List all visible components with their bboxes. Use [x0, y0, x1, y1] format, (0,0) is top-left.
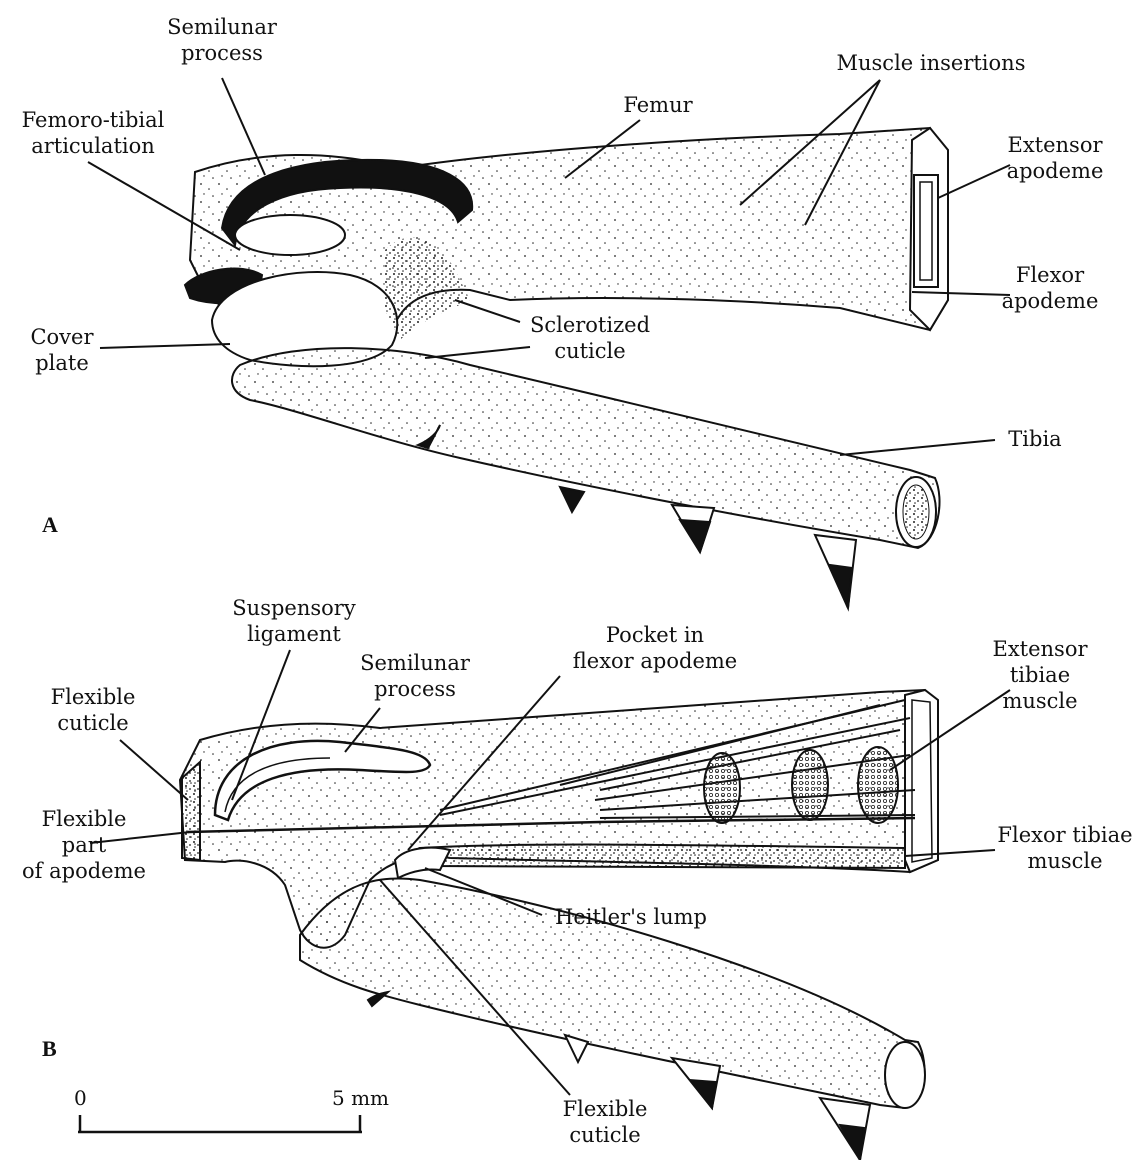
scale-start-label: 0 — [74, 1086, 87, 1110]
label-heitlers-lump: Heitler's lump — [546, 904, 716, 930]
label-suspensory-ligament: Suspensory ligament — [224, 595, 364, 647]
label-femoro-tibial-articulation: Femoro-tibial articulation — [8, 107, 178, 159]
label-muscle-insertions: Muscle insertions — [826, 50, 1036, 76]
scale-bar — [78, 1115, 362, 1132]
scale-end-label: 5 mm — [332, 1086, 389, 1110]
extensor-apodeme-rect-a — [914, 175, 938, 287]
label-semilunar-process-b: Semilunar process — [355, 650, 475, 702]
label-extensor-apodeme: Extensor apodeme — [1000, 132, 1110, 184]
label-semilunar-process-a: Semilunar process — [162, 14, 282, 66]
tibia-end-b — [885, 1042, 925, 1108]
label-pocket-in-flexor-apodeme: Pocket in flexor apodeme — [560, 622, 750, 674]
label-flexible-cuticle-top: Flexible cuticle — [38, 684, 148, 736]
articulation-knob-a — [235, 215, 345, 255]
label-femur: Femur — [618, 92, 698, 118]
panel-letter-b: B — [42, 1036, 57, 1062]
flexible-cuticle-b — [182, 762, 200, 860]
panel-letter-a: A — [42, 512, 58, 538]
tibia-outline-a — [232, 348, 940, 548]
label-tibia: Tibia — [995, 426, 1075, 452]
label-extensor-tibiae-muscle: Extensor tibiae muscle — [985, 636, 1095, 714]
spine-a1 — [560, 487, 584, 512]
label-cover-plate: Cover plate — [22, 324, 102, 376]
label-flexor-apodeme: Flexor apodeme — [990, 262, 1110, 314]
label-flexor-tibiae-muscle: Flexor tibiae muscle — [990, 822, 1140, 874]
femur-end-b — [905, 690, 938, 872]
panel-a-drawing — [185, 128, 948, 608]
label-sclerotized-cuticle: Sclerotized cuticle — [520, 312, 660, 364]
label-flexible-cuticle-bottom: Flexible cuticle — [550, 1096, 660, 1148]
flexor-muscle-b — [420, 845, 905, 868]
label-flexible-part-of-apodeme: Flexible part of apodeme — [14, 806, 154, 884]
